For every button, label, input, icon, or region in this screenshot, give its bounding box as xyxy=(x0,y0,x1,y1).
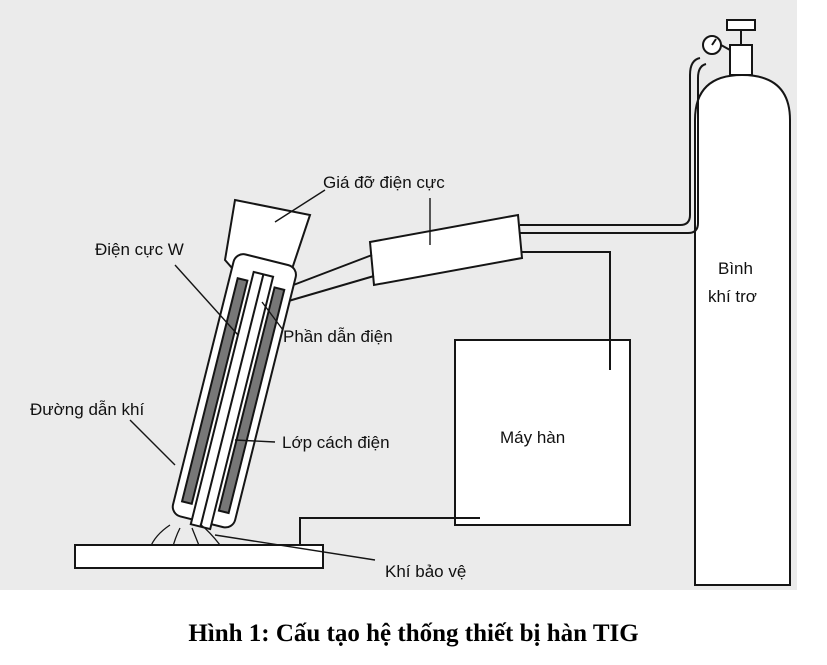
torch-body xyxy=(171,253,297,531)
label-tungsten-electrode: Điện cực W xyxy=(95,240,184,259)
figure-caption: Hình 1: Cấu tạo hệ thống thiết bị hàn TI… xyxy=(188,620,639,647)
label-conductive-part: Phần dẫn điện xyxy=(283,327,393,346)
power-cable xyxy=(522,251,611,370)
label-gas-cylinder-1: Bình xyxy=(718,259,753,278)
welding-machine xyxy=(454,339,631,526)
label-gas-cylinder-2: khí trơ xyxy=(708,287,757,306)
gas-cylinder xyxy=(694,19,791,586)
gas-hose xyxy=(520,57,701,226)
label-gas-channel: Đường dẫn khí xyxy=(30,400,144,419)
cable-connector-box xyxy=(368,213,524,287)
label-welding-machine: Máy hàn xyxy=(500,428,565,447)
tig-welding-diagram: Giá đỡ điện cực Điện cực W Phần dẫn điện… xyxy=(0,0,797,590)
label-electrode-holder: Giá đỡ điện cực xyxy=(323,173,445,192)
label-shielding-gas: Khí bảo vệ xyxy=(385,562,466,581)
leader-lines xyxy=(129,189,431,561)
gas-hose-inner xyxy=(520,63,707,234)
workpiece-plate xyxy=(74,544,324,569)
label-insulation-layer: Lớp cách điện xyxy=(282,433,390,452)
ground-cable xyxy=(299,517,480,545)
scanned-paper-background xyxy=(0,0,797,590)
